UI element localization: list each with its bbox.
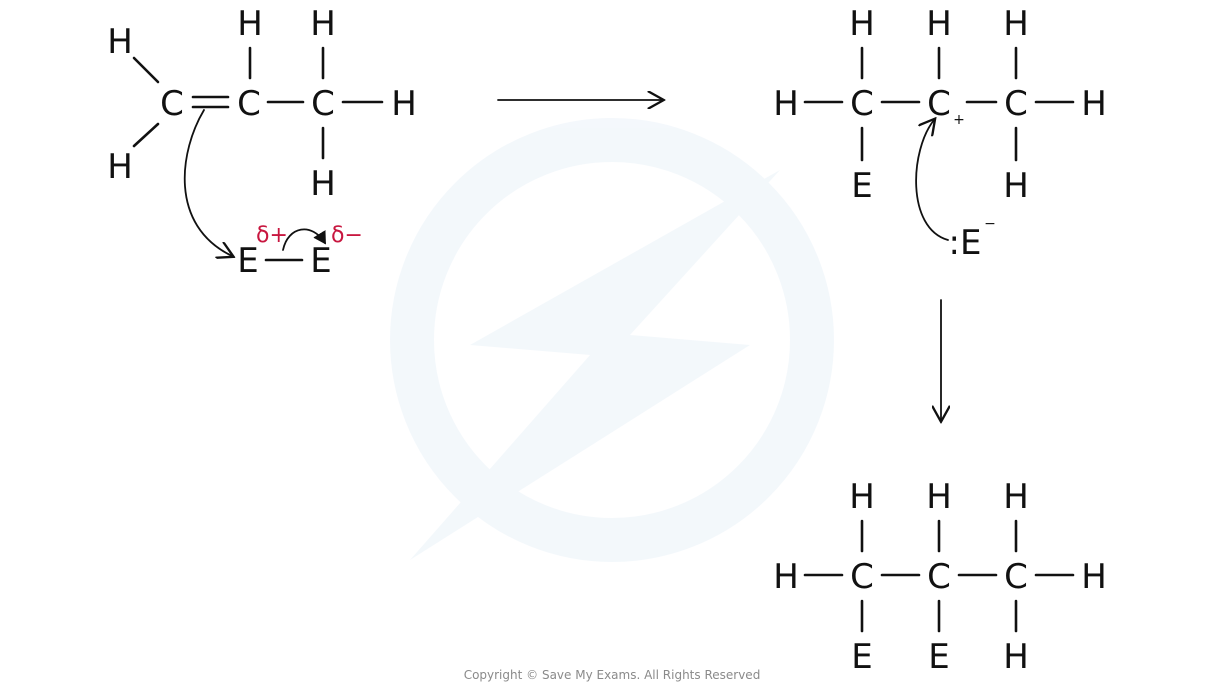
atom-h: H: [310, 164, 336, 204]
single-bond: [132, 122, 160, 148]
negative-charge: −: [984, 216, 996, 232]
curly-arrow: [915, 120, 949, 241]
curly-arrow: [183, 109, 232, 256]
atom-e: E: [928, 637, 949, 677]
atom-c: C: [927, 84, 951, 124]
atom-e: E: [310, 241, 331, 281]
atom-c: C: [850, 84, 874, 124]
atom-e-anion: :E: [949, 223, 982, 263]
atom-h: H: [926, 477, 952, 517]
atom-h: H: [107, 22, 133, 62]
atom-c: C: [237, 84, 261, 124]
atom-h: H: [773, 84, 799, 124]
atom-h: H: [1081, 84, 1107, 124]
atom-e: E: [851, 166, 872, 206]
atom-h: H: [391, 84, 417, 124]
atom-h: H: [237, 4, 263, 44]
atom-h: H: [1003, 477, 1029, 517]
electrophile-anion: :E −: [949, 216, 996, 263]
atom-h: H: [1003, 637, 1029, 677]
addition-product: H H H H C C C H E E H: [773, 477, 1107, 677]
atom-e: E: [851, 637, 872, 677]
atom-h: H: [1003, 4, 1029, 44]
atom-h: H: [849, 4, 875, 44]
atom-c: C: [311, 84, 335, 124]
bromine-like-molecule: E E δ+ δ−: [237, 223, 363, 281]
atom-c: C: [1004, 84, 1028, 124]
atom-e: E: [237, 241, 258, 281]
carbocation-intermediate: H H H H C C C H E H +: [773, 4, 1107, 206]
save-my-exams-logo-icon: [390, 118, 834, 562]
atom-c: C: [850, 557, 874, 597]
propene-molecule: H H C C C H H H H: [107, 4, 417, 204]
atom-h: H: [1003, 166, 1029, 206]
atom-h: H: [773, 557, 799, 597]
delta-minus-label: δ−: [331, 223, 363, 248]
atom-h: H: [107, 147, 133, 187]
positive-charge: +: [953, 112, 965, 128]
atom-h: H: [926, 4, 952, 44]
atom-h: H: [310, 4, 336, 44]
atom-h: H: [1081, 557, 1107, 597]
copyright-text: Copyright © Save My Exams. All Rights Re…: [464, 668, 761, 682]
atom-c: C: [1004, 557, 1028, 597]
curly-arrow: [282, 228, 326, 251]
atom-h: H: [849, 477, 875, 517]
delta-plus-label: δ+: [256, 223, 288, 248]
atom-c: C: [927, 557, 951, 597]
single-bond: [132, 56, 160, 84]
atom-c: C: [160, 84, 184, 124]
